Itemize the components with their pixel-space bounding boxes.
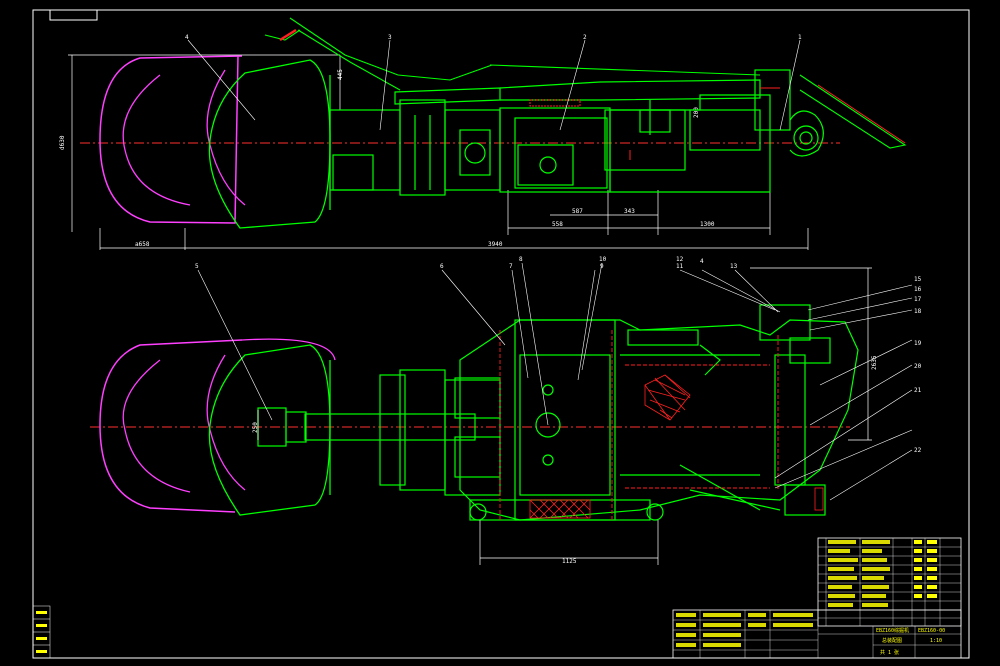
plan-view-dimension-lines bbox=[257, 267, 872, 565]
plan-view-leaders bbox=[197, 262, 913, 501]
side-view-red-details bbox=[279, 28, 906, 160]
title-block-scale: 1:10 bbox=[930, 638, 942, 644]
part-label-plan-4: 4 bbox=[700, 258, 704, 265]
dim-bottom-left: a658 bbox=[135, 241, 150, 248]
side-view-dimension-lines bbox=[68, 54, 809, 250]
plan-view-machine-body bbox=[257, 304, 859, 521]
part-label-plan-17: 17 bbox=[914, 296, 922, 303]
side-view-machine-body bbox=[329, 69, 824, 196]
part-label-plan-19: 19 bbox=[914, 340, 922, 347]
side-view-leaders bbox=[187, 39, 801, 131]
part-label-plan-15: 15 bbox=[914, 276, 922, 283]
parts-list bbox=[817, 537, 962, 627]
part-label-side-1: 1 bbox=[798, 34, 802, 41]
dim-plan-bottom: 1125 bbox=[562, 558, 577, 565]
part-label-plan-5: 5 bbox=[195, 263, 199, 270]
title-block-sheet: 共 1 张 bbox=[880, 649, 899, 656]
part-label-plan-18: 18 bbox=[914, 308, 922, 315]
part-label-plan-9: 9 bbox=[600, 263, 604, 270]
dim-plan-left: 250 bbox=[252, 422, 259, 433]
cutting-head-plan bbox=[99, 338, 336, 516]
part-label-plan-21: 21 bbox=[914, 387, 922, 394]
dim-top-right: 445 bbox=[337, 69, 344, 80]
dim-mid-3: 558 bbox=[552, 221, 563, 228]
plan-view: 250 1125 2635 5 6 7 8 10 9 12 bbox=[90, 256, 922, 565]
left-border-stamp bbox=[32, 605, 51, 659]
dim-mid-1: 587 bbox=[572, 208, 583, 215]
part-label-side-2: 2 bbox=[583, 34, 587, 41]
part-label-plan-12: 12 bbox=[676, 256, 684, 263]
part-label-plan-16: 16 bbox=[914, 286, 922, 293]
part-label-plan-13: 13 bbox=[730, 263, 738, 270]
part-label-plan-22: 22 bbox=[914, 447, 922, 454]
part-label-plan-20: 20 bbox=[914, 363, 922, 370]
dim-plan-right: 2635 bbox=[871, 355, 878, 370]
dim-mid-4: 1300 bbox=[700, 221, 715, 228]
dim-top-small: 200 bbox=[693, 107, 700, 118]
title-block-title: EBZ160综掘机 bbox=[876, 627, 909, 634]
plan-view-red-hatch bbox=[529, 374, 824, 519]
dim-mid-2: 343 bbox=[624, 208, 635, 215]
part-label-plan-8: 8 bbox=[519, 256, 523, 263]
part-label-plan-11: 11 bbox=[676, 263, 684, 270]
sheet-border bbox=[32, 9, 970, 659]
part-label-side-4: 4 bbox=[185, 34, 189, 41]
title-block-drawing-no: EBZ160-00 bbox=[918, 628, 945, 634]
plan-view-red-details bbox=[499, 330, 779, 520]
title-block-subtitle: 总装配图 bbox=[882, 637, 902, 644]
part-label-plan-7: 7 bbox=[509, 263, 513, 270]
part-label-side-3: 3 bbox=[388, 34, 392, 41]
part-label-plan-10: 10 bbox=[599, 256, 607, 263]
side-view-arm bbox=[264, 17, 907, 149]
cutting-head-top bbox=[99, 55, 331, 229]
part-label-plan-6: 6 bbox=[440, 263, 444, 270]
dim-overall: 3940 bbox=[488, 241, 503, 248]
dim-top-diameter: d630 bbox=[59, 135, 66, 150]
side-view: d630 445 a658 3940 587 343 558 1300 200 bbox=[59, 17, 907, 250]
title-block: EBZ160综掘机 总装配图 EBZ160-00 1:10 共 1 张 bbox=[672, 609, 962, 659]
